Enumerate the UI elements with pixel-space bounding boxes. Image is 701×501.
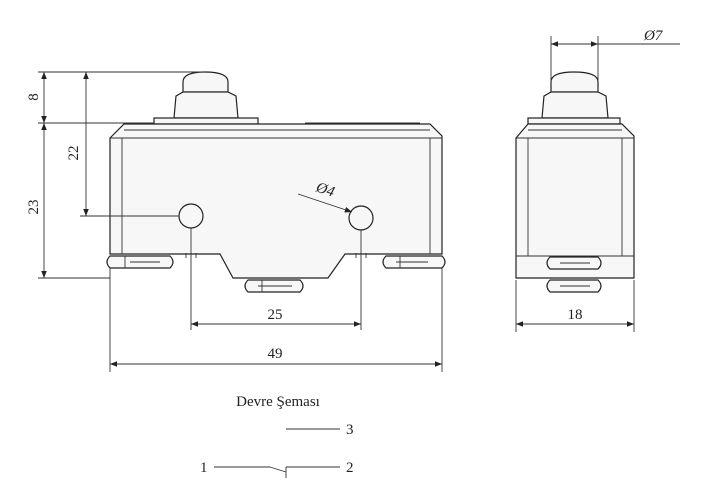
front-dimensions: 8 22 23 25 49 Ø4	[26, 71, 443, 372]
dim-side-width: 18	[568, 307, 583, 323]
terminal-1-label: 1	[200, 460, 208, 476]
terminal-2-label: 2	[346, 460, 354, 476]
terminal-right	[382, 255, 446, 269]
circuit-title: Devre Şeması	[236, 394, 320, 410]
terminal-3-label: 3	[346, 422, 354, 438]
contact-switch-arm	[269, 466, 287, 473]
side-top-flange	[527, 117, 621, 125]
side-plunger	[550, 71, 599, 93]
circuit-diagram: Devre Şeması 3 1 2	[200, 394, 354, 478]
dim-plunger-diameter: Ø7	[643, 28, 664, 44]
front-view	[106, 71, 446, 293]
dim-hole-diameter: Ø4	[313, 179, 337, 200]
terminal-middle	[244, 279, 304, 293]
dim-body-height: 23	[26, 200, 42, 215]
mounting-hole-left	[178, 203, 204, 229]
side-dimensions: Ø7 18	[515, 28, 680, 332]
front-body	[109, 123, 443, 279]
dim-plunger-height: 8	[26, 93, 42, 101]
side-plunger-base	[541, 91, 609, 119]
front-top-flange	[153, 117, 259, 125]
mounting-hole-right	[348, 205, 374, 231]
side-body	[515, 123, 635, 279]
front-plunger-base	[173, 91, 239, 119]
terminal-left	[106, 255, 174, 269]
front-plunger	[182, 71, 229, 93]
dim-plunger-to-hole: 22	[66, 146, 82, 161]
dim-hole-spacing: 25	[268, 307, 283, 323]
side-view	[515, 71, 635, 293]
dim-total-width: 49	[268, 346, 283, 362]
